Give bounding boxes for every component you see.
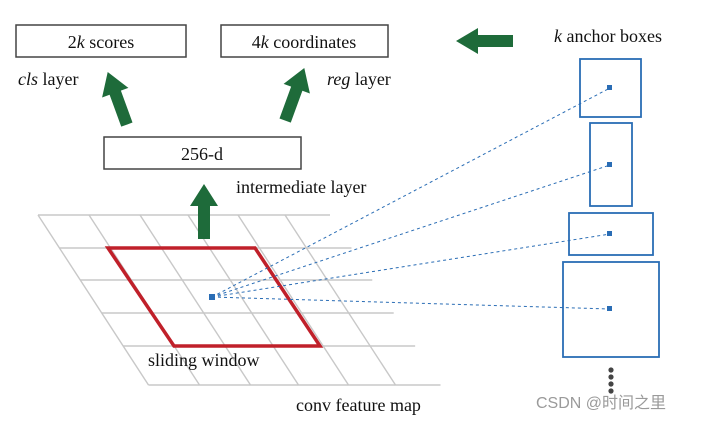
coordinates-box <box>220 24 389 58</box>
sliding-window-outline <box>104 246 324 348</box>
scores-label: 2k scores <box>68 32 134 52</box>
grid-column-line <box>37 214 150 386</box>
connection-line-3 <box>211 233 611 298</box>
window-center-point <box>209 294 215 300</box>
intermediate-layer-caption: intermediate layer <box>236 177 366 197</box>
grid-column-line <box>139 214 252 386</box>
watermark-label: CSDN @时间之里 <box>536 394 666 412</box>
anchor-center-1 <box>607 85 612 90</box>
thick-up-arrow-icon <box>190 184 218 239</box>
thick-up-arrow-icon <box>279 67 310 123</box>
connection-line-4 <box>211 296 611 310</box>
anchor-centers <box>607 85 612 311</box>
grid-column-line <box>187 214 300 386</box>
thick-left-arrow-icon <box>456 28 513 54</box>
anchor-boxes-label: k anchor boxes <box>554 26 662 46</box>
arrows <box>102 28 513 239</box>
scores-box <box>15 24 187 58</box>
connection-line-1 <box>211 87 611 298</box>
anchor-box-4 <box>562 261 660 358</box>
coordinates-label: 4k coordinates <box>252 32 356 52</box>
anchor-center-3 <box>607 231 612 236</box>
anchor-box-3 <box>568 212 654 256</box>
anchor-box-2 <box>589 122 633 207</box>
grid-column-line <box>237 214 350 386</box>
intermediate-box-label: 256-d <box>181 144 223 164</box>
reg-layer-label: reg layer <box>327 69 391 89</box>
anchor-connection-lines <box>211 87 611 310</box>
grid-column-line <box>284 214 397 386</box>
feature-map-label: conv feature map <box>296 395 421 415</box>
anchor-center-2 <box>607 162 612 167</box>
connection-line-2 <box>211 164 611 298</box>
anchor-boxes <box>562 58 660 358</box>
sliding-window-label: sliding window <box>148 350 260 370</box>
thick-up-arrow-icon <box>102 71 133 127</box>
anchor-box-1 <box>579 58 642 118</box>
anchor-center-4 <box>607 306 612 311</box>
cls-layer-label: cls layer <box>18 69 78 89</box>
intermediate-box <box>103 136 302 170</box>
vertical-dots-icon <box>608 367 614 394</box>
